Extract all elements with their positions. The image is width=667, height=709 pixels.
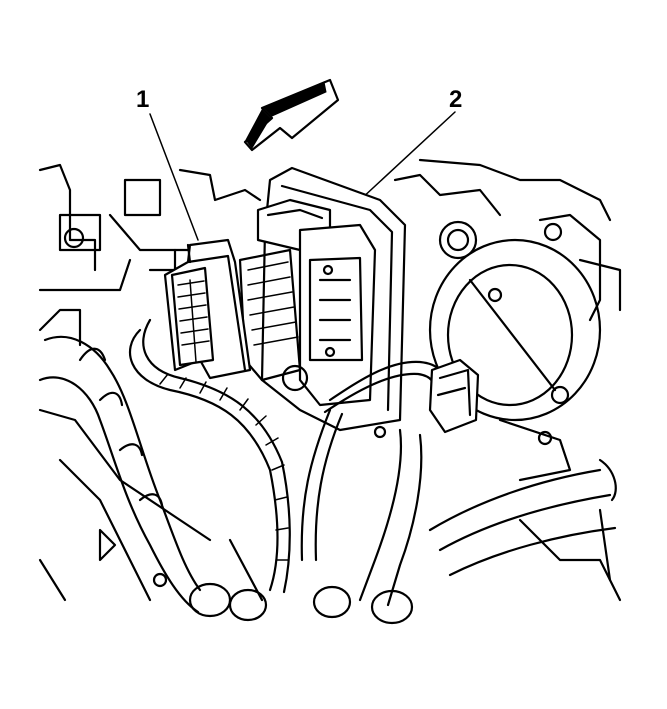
sensor-connector [428, 358, 480, 434]
callout-2-label: 2 [449, 86, 463, 113]
direction-arrow [243, 78, 340, 152]
wiring-harness [128, 318, 443, 594]
throttle-body [428, 238, 602, 482]
callout-1-label: 1 [136, 86, 150, 113]
engine-block-right [393, 158, 622, 322]
callout-1-leader [149, 113, 199, 241]
lower-frame [38, 408, 622, 602]
electrical-connector [163, 238, 252, 380]
hoses [38, 335, 617, 625]
control-module-housing [238, 166, 407, 439]
callout-2-leader [359, 111, 456, 201]
